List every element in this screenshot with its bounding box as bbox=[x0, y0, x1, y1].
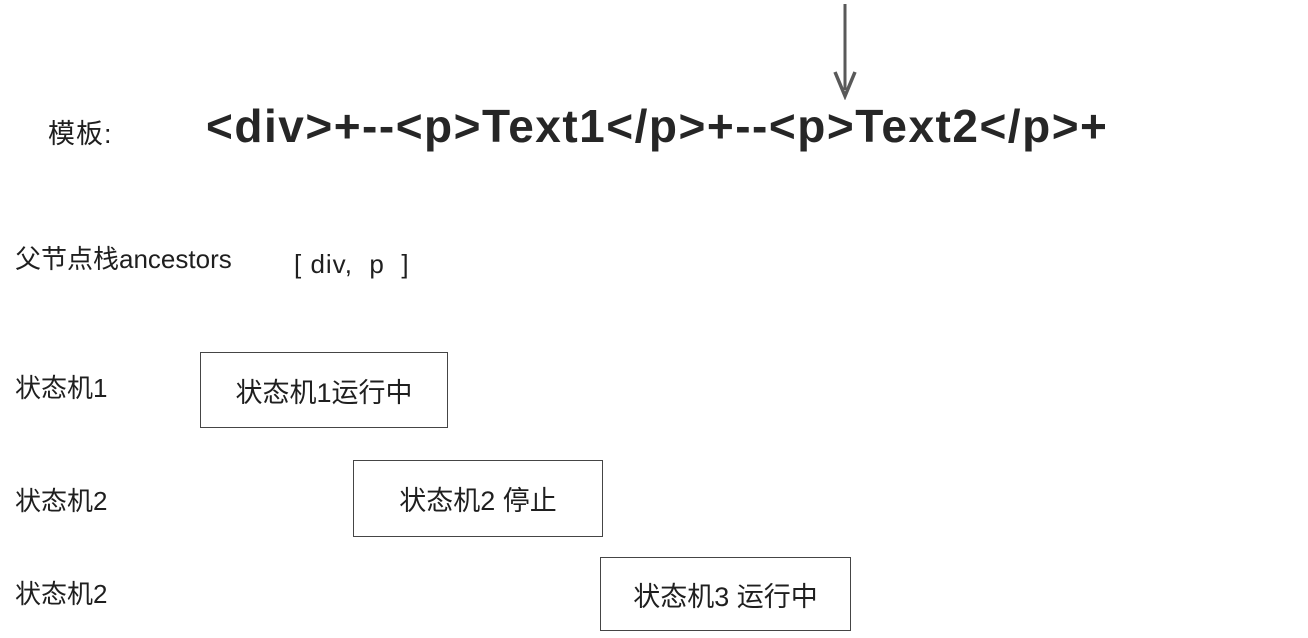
state-machine-1-status-text: 状态机1运行中 bbox=[235, 377, 413, 408]
template-label: 模板: bbox=[48, 119, 113, 149]
state-machine-2-status-text: 状态机2 停止 bbox=[399, 486, 557, 516]
template-code-string: <div>+--<p>Text1</p>+--<p>Text2</p>+ bbox=[206, 100, 1109, 152]
state-machine-1-status-box: 状态机1运行中 bbox=[200, 352, 448, 428]
state-machine-1-label: 状态机1 bbox=[15, 373, 108, 403]
state-machine-3-status-box: 状态机3 运行中 bbox=[600, 557, 851, 631]
ancestors-stack-label: 父节点栈ancestors bbox=[15, 244, 232, 274]
down-arrow-icon bbox=[833, 4, 857, 100]
state-machine-2-label: 状态机2 bbox=[15, 486, 108, 516]
state-machine-2-status-box: 状态机2 停止 bbox=[353, 460, 603, 537]
state-machine-3-label: 状态机2 bbox=[15, 579, 108, 609]
state-machine-3-status-text: 状态机3 运行中 bbox=[633, 581, 818, 612]
ancestors-stack-value: [ div, p ] bbox=[294, 249, 410, 279]
